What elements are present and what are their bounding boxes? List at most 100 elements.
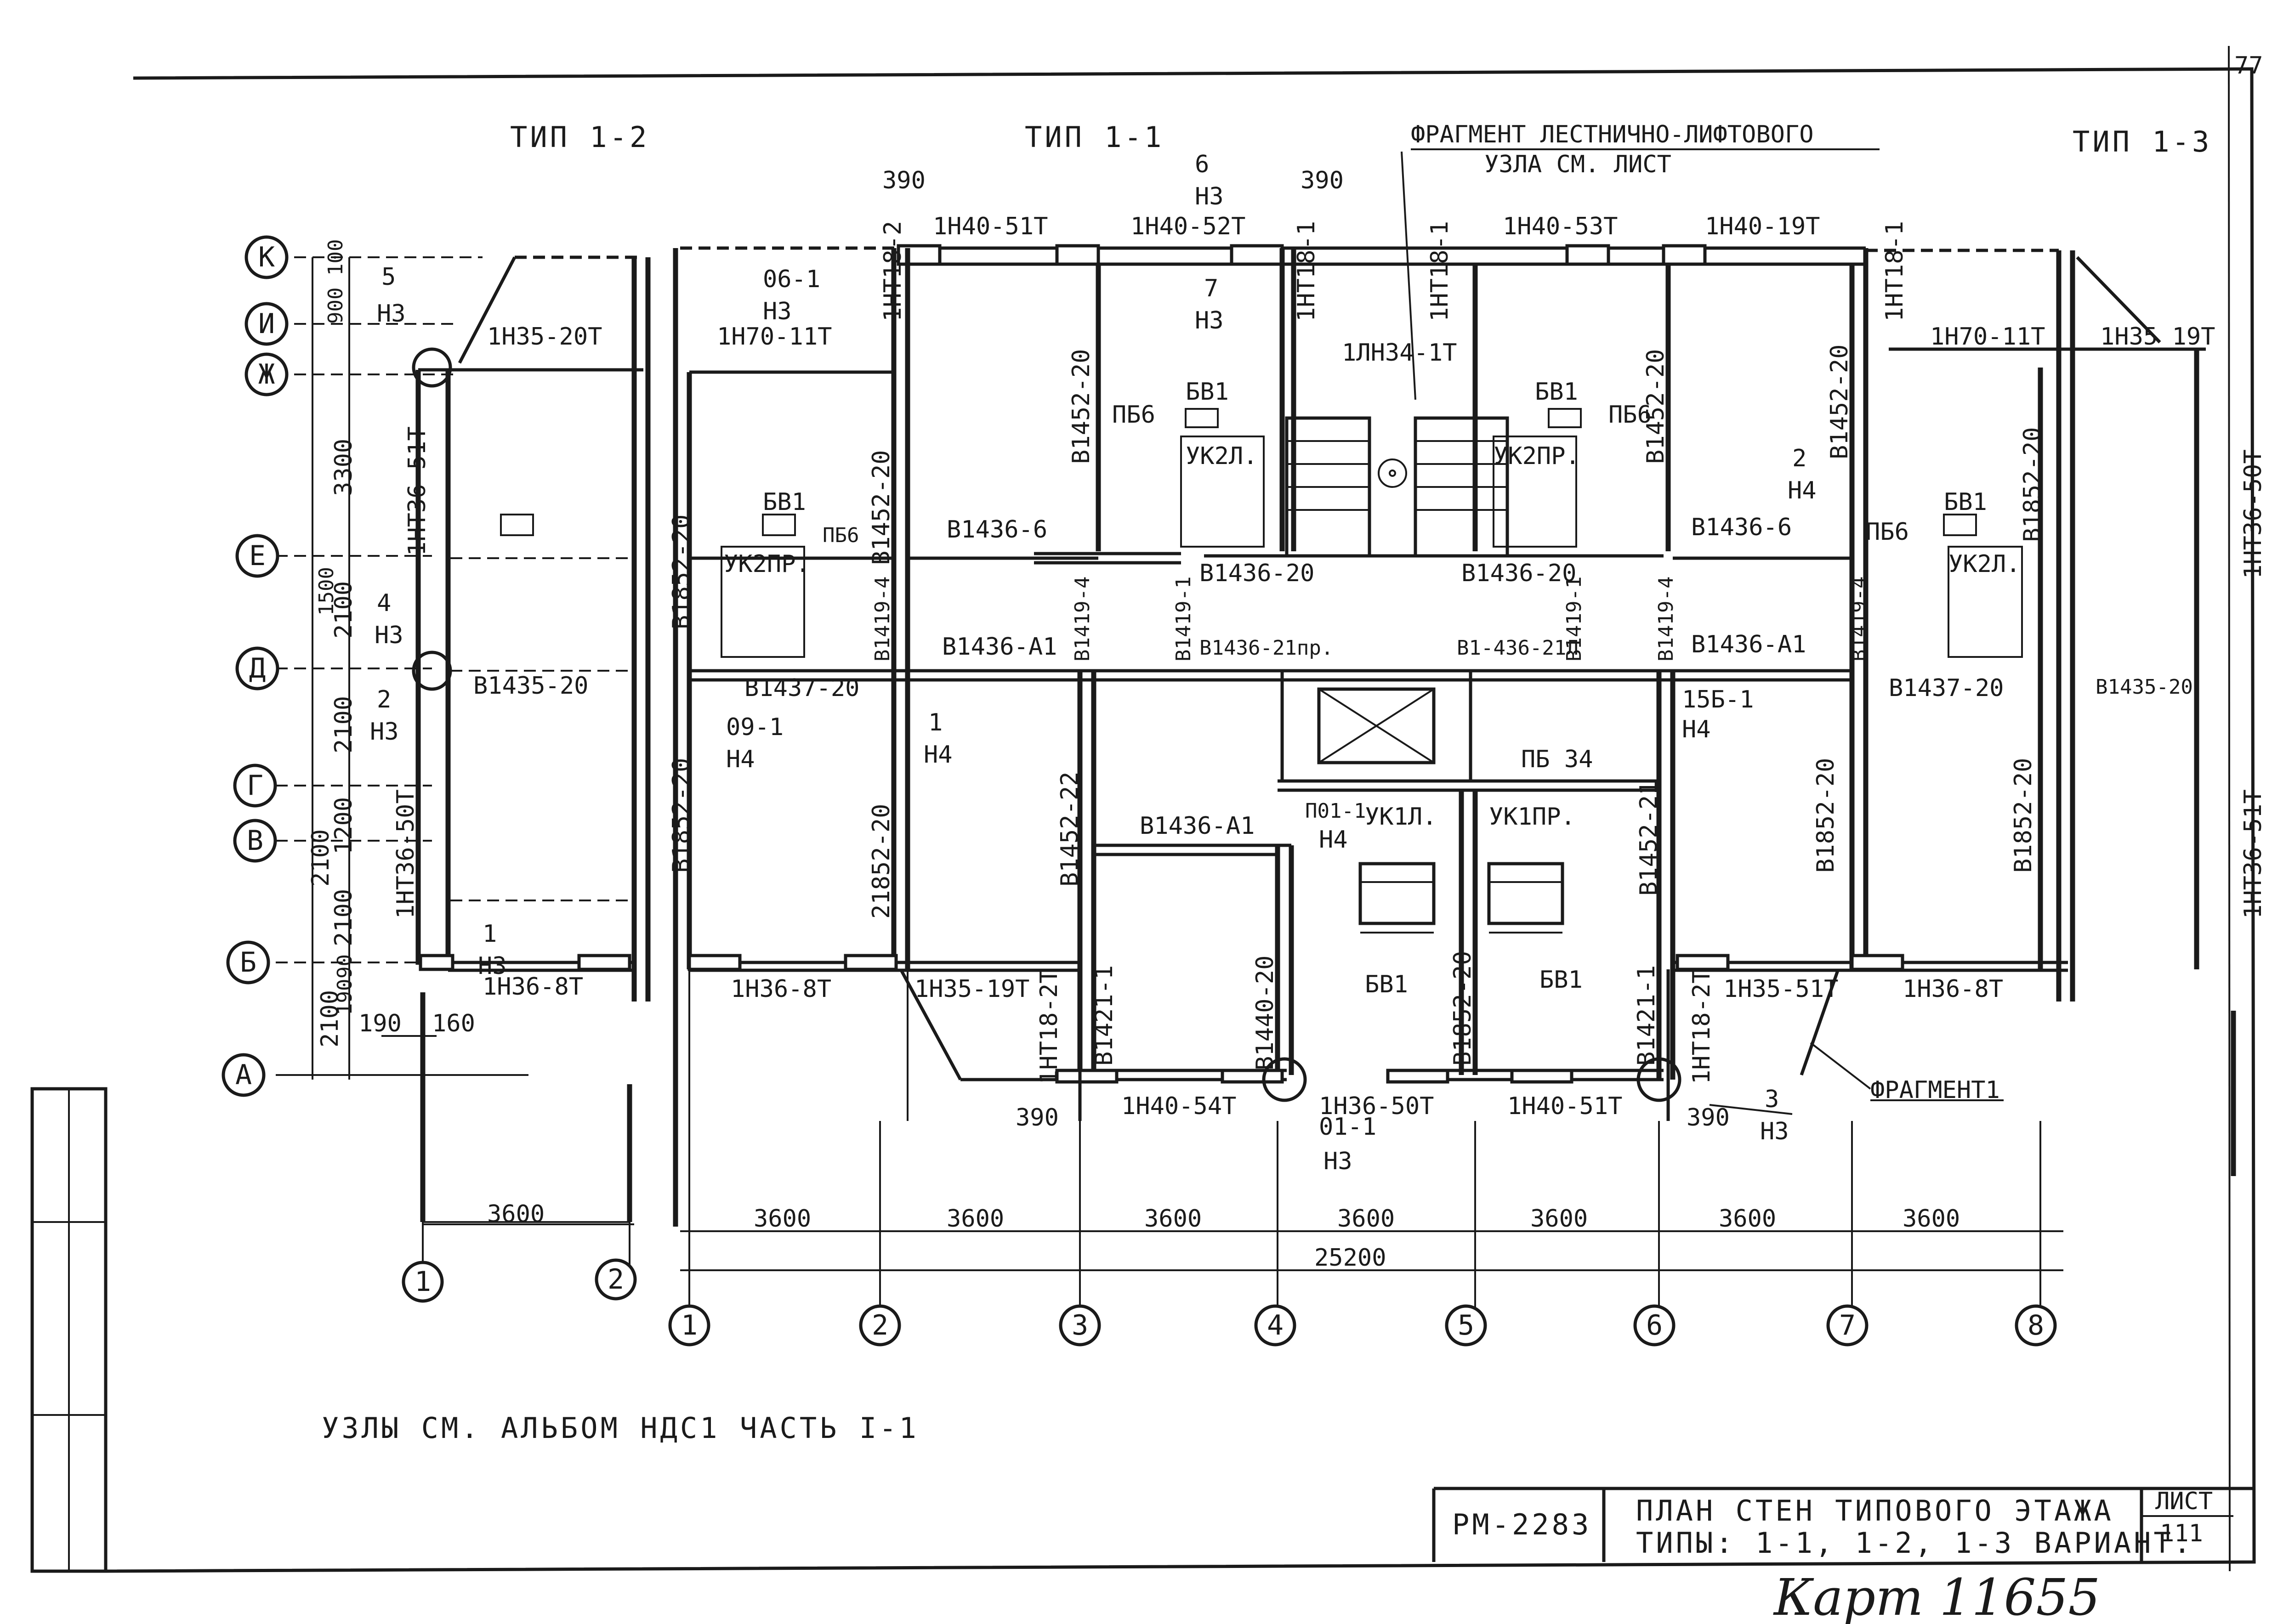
callout-09-1: 09-1 xyxy=(726,713,784,741)
axis-col-4: 4 xyxy=(1267,1309,1284,1341)
room-pb34: ПБ 34 xyxy=(1521,746,1593,773)
dim-span-1: 3600 xyxy=(754,1205,811,1233)
title-line2: ТИПЫ: 1-1, 1-2, 1-3 ВАРИАНТ. xyxy=(1636,1526,2193,1560)
panel-v1452-21: В1452-21 xyxy=(1635,781,1663,896)
panel-v1452-20-d: В1452-20 xyxy=(1826,345,1853,459)
panel-v1436-a1-a: В1436-А1 xyxy=(942,633,1057,661)
room-bv1-e: БВ1 xyxy=(1365,971,1408,998)
callout-2-n4-ref: Н4 xyxy=(1788,477,1817,504)
callout-1-n4-ref: Н4 xyxy=(924,741,953,769)
panel-v1436-a1-b: В1436-А1 xyxy=(1691,631,1806,658)
callout-2-n3-ref: Н3 xyxy=(370,718,399,746)
room-bv1-c: БВ1 xyxy=(1535,378,1578,406)
panel-v1421-1-b: В1421-1 xyxy=(1633,965,1660,1066)
callout-09-1-ref: Н4 xyxy=(726,746,755,773)
callout-4-ref: Н3 xyxy=(375,622,403,649)
panel-1n35-19t-right: 1Н35 19Т xyxy=(2100,323,2215,351)
left-dim-inner-2100a: 2100 xyxy=(330,581,358,639)
axis-col-left-2: 2 xyxy=(608,1263,624,1296)
axis-col-3: 3 xyxy=(1072,1309,1088,1341)
panel-v1852-20-d: В1852-20 xyxy=(1812,758,1840,873)
dim-span-2: 3600 xyxy=(947,1205,1004,1233)
panel-1n40-51t-bottom: 1Н40-51Т xyxy=(1507,1092,1622,1120)
sheet-corner-number: 77 xyxy=(2234,52,2263,79)
dim-390-c: 390 xyxy=(1016,1104,1059,1132)
panel-1n40-53t: 1Н40-53Т xyxy=(1503,213,1618,240)
room-uk2pr-b: УК2ПР. xyxy=(1494,442,1580,470)
type-label-center: ТИП 1-1 xyxy=(1025,120,1164,154)
type-1-2-plan: 1НТ36-51Т 1НТ36-50Т 1Н35-20Т В1435-20 1Н… xyxy=(370,255,651,1223)
title-line1: ПЛАН СТЕН ТИПОВОГО ЭТАЖА xyxy=(1636,1494,2114,1528)
panel-1nt18-1: 1НТ18-1 xyxy=(1426,221,1454,322)
fragment-note-line2: УЗЛА СМ. ЛИСТ xyxy=(1484,151,1671,178)
left-dim-bottom-160: 160 xyxy=(432,1010,475,1037)
panel-v1436-21pr: В1436-21пр. xyxy=(1199,636,1333,660)
panel-1nt18-2-top: 1НТ18-2 xyxy=(879,221,907,322)
axis-row-i: И xyxy=(258,308,275,340)
panel-v1452-20-c: В1452-20 xyxy=(1642,349,1670,464)
axis-col-2: 2 xyxy=(872,1309,888,1341)
callout-p01-1-ref: Н4 xyxy=(1319,826,1348,854)
panel-1nt18-1-c: 1НТ18-1 xyxy=(1881,221,1908,322)
sheet-frame: 77 xyxy=(30,45,2263,1573)
callout-1-n3: 1 xyxy=(483,920,497,948)
panel-1nt36-50t-left: 1НТ36-50Т xyxy=(392,789,420,919)
room-bv1-b: БВ1 xyxy=(1186,378,1229,406)
dim-390-b: 390 xyxy=(1301,167,1344,194)
fragment-note-line1: ФРАГМЕНТ ЛЕСТНИЧНО-ЛИФТОВОГО xyxy=(1411,121,1814,148)
panel-v1452-20-b: В1452-20 xyxy=(1068,349,1095,464)
axis-row-v: В xyxy=(247,825,263,857)
panel-1n40-51t-top: 1Н40-51Т xyxy=(933,213,1048,240)
panel-1n35-51t: 1Н35-51Т xyxy=(1723,975,1838,1003)
handwritten-card-number: Карт 11655 xyxy=(1773,1568,2100,1624)
panel-v1436-a1-c: В1436-А1 xyxy=(1140,812,1255,840)
left-dim-inner-1200: 1200 xyxy=(330,797,358,854)
axis-col-5: 5 xyxy=(1458,1309,1474,1341)
axis-row-zh: Ж xyxy=(258,358,275,390)
callout-3: 3 xyxy=(1765,1086,1779,1113)
panel-v1452-22: В1452-22 xyxy=(1056,772,1084,887)
panel-1n36-50t: 1Н36-50Т xyxy=(1319,1092,1434,1120)
room-pb6-a: ПБ6 xyxy=(823,524,859,547)
panel-1n40-19t: 1Н40-19Т xyxy=(1705,213,1820,240)
left-dim-bottom-190: 190 xyxy=(358,1010,402,1037)
callout-2-n4: 2 xyxy=(1792,445,1806,472)
room-bv1-f: БВ1 xyxy=(1539,966,1583,994)
left-dimensions: 2100 2100 1500 900 100 3300 2100 2100 12… xyxy=(307,239,475,1080)
panel-1n35-19t: 1Н35-19Т xyxy=(914,975,1029,1003)
room-pb6-c: ПБ6 xyxy=(1608,401,1652,429)
left-dim-outer-3: 1500 xyxy=(315,567,338,616)
panel-v1419-1-b: В1419-1 xyxy=(1562,577,1586,662)
callout-7-ref: Н3 xyxy=(1195,307,1224,334)
panel-v1852-20-e: В1852-20 xyxy=(2010,758,2037,873)
title-code: РМ-2283 xyxy=(1452,1508,1591,1541)
panel-1n36-8t-a: 1Н36-8Т xyxy=(483,973,583,1001)
callout-p01-1: П01-1 xyxy=(1305,799,1366,823)
axis-row-a: А xyxy=(235,1059,252,1091)
left-dim-outer-1: 2100 xyxy=(316,990,344,1047)
panel-v1419-4-a: В1419-4 xyxy=(871,577,894,662)
callout-5: 5 xyxy=(381,263,396,291)
room-uk1pr: УК1ПР. xyxy=(1489,803,1575,831)
type-1-1-plan: 1Н40-51Т 1Н40-52Т 1Н40-53Т 1Н40-19Т 1Н70… xyxy=(668,151,2267,1227)
panel-v1452-20-a: В1452-20 xyxy=(868,450,895,565)
panel-1n70-11t-left: 1Н70-11Т xyxy=(717,323,832,351)
dim-390-a: 390 xyxy=(882,167,926,194)
dim-span-7: 3600 xyxy=(1903,1205,1960,1233)
dim-left-3600: 3600 xyxy=(487,1200,545,1228)
type-label-right: ТИП 1-3 xyxy=(2073,125,2212,158)
callout-7: 7 xyxy=(1204,275,1218,302)
panel-v1421-1-a: В1421-1 xyxy=(1091,965,1118,1066)
row-axes: К И Ж Е Д Г В Б А xyxy=(222,235,528,1097)
panel-v1437-20-b: В1437-20 xyxy=(1889,674,2004,702)
callout-15b-1-ref: Н4 xyxy=(1682,716,1711,743)
panel-v1852-20-c: В1852-20 xyxy=(668,758,695,873)
callout-06-1-ref: Н3 xyxy=(763,298,792,325)
callout-4: 4 xyxy=(377,589,391,617)
callout-06-1: 06-1 xyxy=(763,266,820,293)
axis-col-8: 8 xyxy=(2028,1309,2044,1341)
panel-1n36-8t-b: 1Н36-8Т xyxy=(731,975,831,1003)
axis-row-e: Е xyxy=(249,540,266,572)
panel-1n35-20t: 1Н35-20Т xyxy=(487,323,602,351)
axis-row-g: Г xyxy=(247,770,263,802)
